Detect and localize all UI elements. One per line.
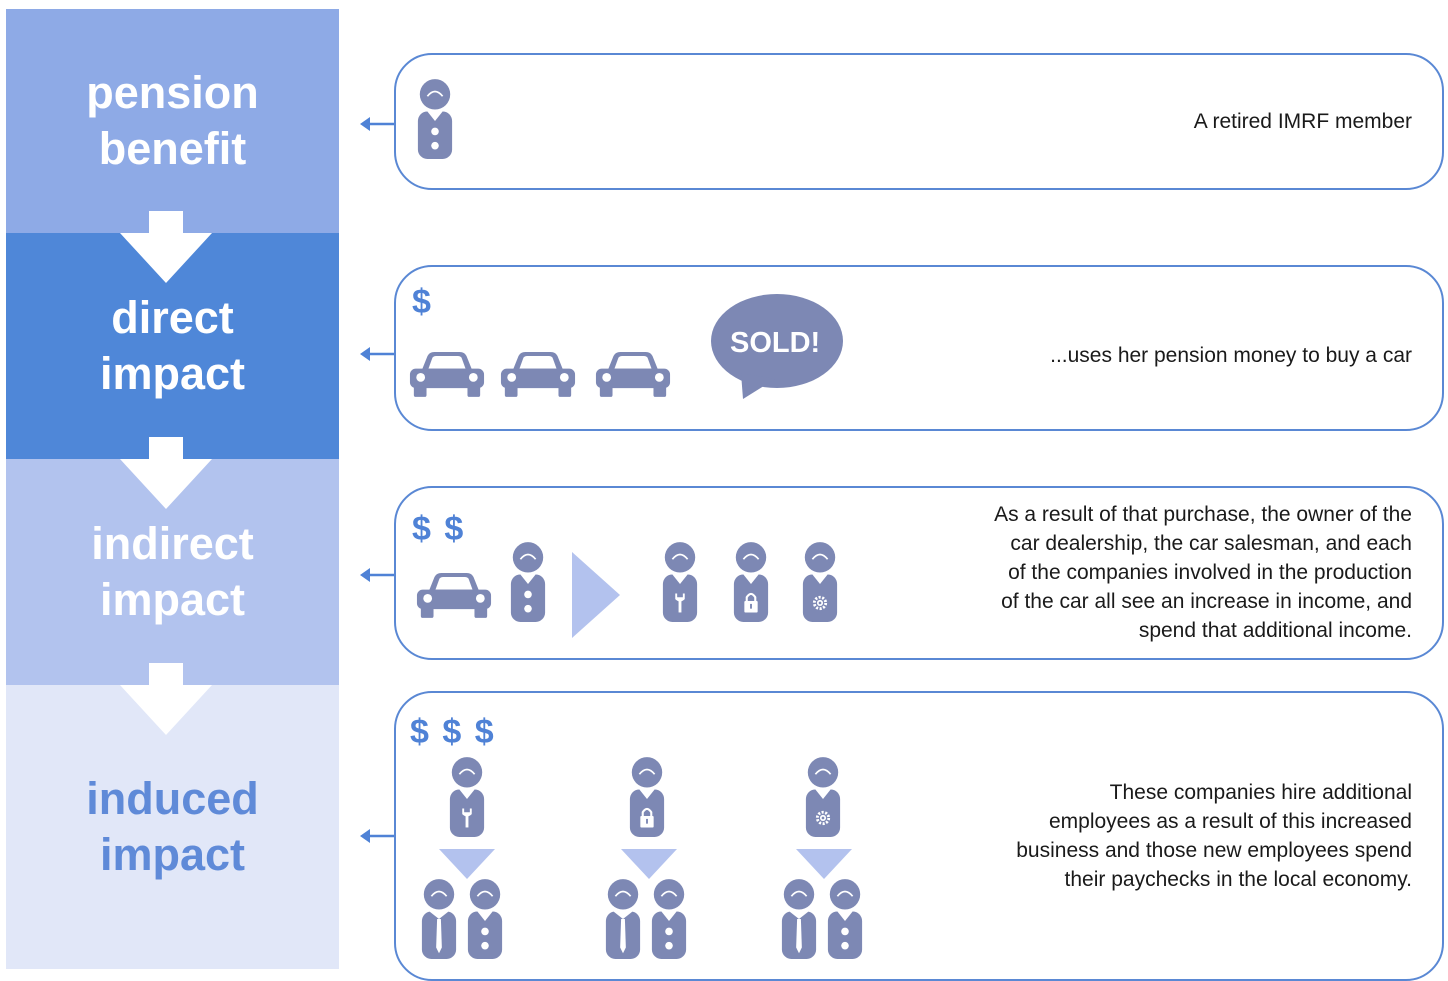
person-icon — [416, 77, 454, 163]
caption-line: business and those new employees spend — [1016, 839, 1412, 862]
panel-caption: A retired IMRF member — [1194, 107, 1412, 136]
caption-line: of the companies involved in the product… — [1008, 561, 1412, 584]
left-arrow-icon — [360, 347, 396, 361]
down-triangle-icon — [796, 849, 852, 879]
wrench-badge-icon — [448, 755, 486, 841]
caption-line: their paychecks in the local economy. — [1064, 868, 1412, 891]
caption-line: As a result of that purchase, the owner … — [994, 503, 1412, 526]
caption-line: car dealership, the car salesman, and ea… — [1010, 532, 1412, 555]
tie-person-icon — [604, 877, 642, 963]
play-arrow-icon — [572, 552, 620, 638]
wrench-badge-icon — [661, 540, 699, 626]
down-arrow-icon — [120, 663, 212, 735]
person-icon — [650, 877, 688, 963]
lock-badge-icon — [628, 755, 666, 841]
caption-line: employees as a result of this increased — [1048, 810, 1412, 833]
person-icon — [826, 877, 864, 963]
panel-direct-impact: $ SOLD! ...uses her pension money to buy… — [394, 265, 1444, 431]
person-icon — [466, 877, 504, 963]
stage-label-line2: benefit — [98, 123, 247, 174]
car-icon — [415, 570, 493, 619]
panel-caption: As a result of that purchase, the owner … — [994, 500, 1412, 645]
dollar-signs: $ $ — [412, 510, 466, 548]
car-icon — [594, 349, 672, 398]
down-arrow-icon — [120, 211, 212, 283]
panel-indirect-impact: $ $ As a result of that purchase, the ow… — [394, 486, 1444, 660]
caption-line: of the car all see an increase in income… — [1001, 590, 1412, 613]
stage-label-line2: impact — [99, 829, 246, 880]
stage-label-line1: direct — [111, 292, 234, 343]
panel-pension-benefit: A retired IMRF member — [394, 53, 1444, 190]
gear-badge-icon — [801, 540, 839, 626]
stage-label-line2: impact — [99, 574, 246, 625]
caption-line: A retired IMRF member — [1193, 110, 1412, 133]
down-triangle-icon — [621, 849, 677, 879]
stage-label-line1: pension — [86, 67, 259, 118]
lock-badge-icon — [732, 540, 770, 626]
sold-label: SOLD! — [730, 327, 821, 359]
caption-line: ...uses her pension money to buy a car — [1050, 344, 1412, 367]
panel-induced-impact: $ $ $ These companies hire additional em… — [394, 691, 1444, 981]
stage-label-line1: induced — [86, 773, 259, 824]
person-icon — [509, 540, 547, 626]
panel-caption: ...uses her pension money to buy a car — [1050, 341, 1412, 370]
dollar-signs: $ $ $ — [410, 713, 496, 751]
down-arrow-icon — [120, 437, 212, 509]
down-triangle-icon — [439, 849, 495, 879]
gear-badge-icon — [804, 755, 842, 841]
tie-person-icon — [420, 877, 458, 963]
stage-label-line1: indirect — [91, 518, 254, 569]
car-icon — [408, 349, 486, 398]
stage-label-line2: impact — [99, 348, 246, 399]
left-arrow-icon — [360, 568, 396, 582]
panel-caption: These companies hire additional employee… — [1016, 778, 1412, 894]
left-arrow-icon — [360, 829, 396, 843]
left-arrow-icon — [360, 117, 396, 131]
caption-line: These companies hire additional — [1109, 781, 1412, 804]
car-icon — [499, 349, 577, 398]
speech-bubble-icon — [711, 294, 843, 399]
caption-line: spend that additional income. — [1138, 619, 1412, 642]
dollar-signs: $ — [412, 283, 433, 321]
tie-person-icon — [780, 877, 818, 963]
